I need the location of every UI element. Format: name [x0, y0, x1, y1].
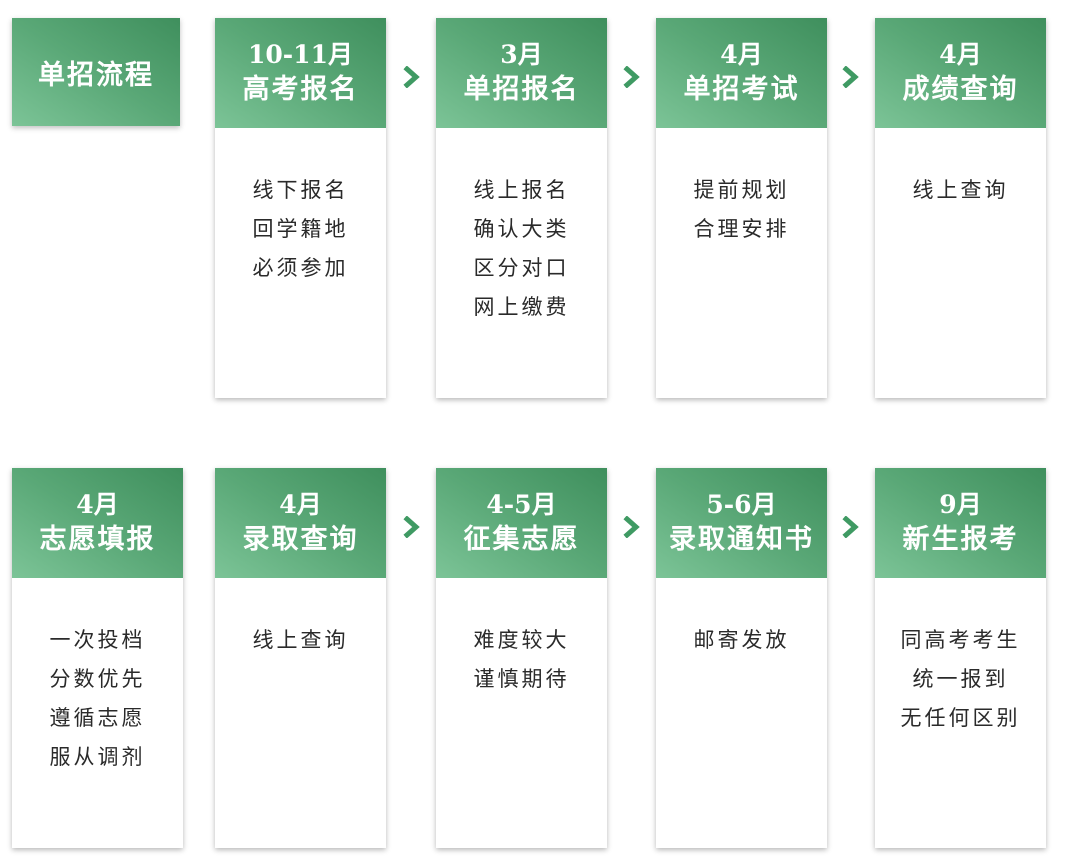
step-detail-item: 线上报名: [473, 178, 570, 202]
step-month: 4月: [279, 490, 322, 519]
step-month: 4月: [76, 490, 119, 519]
step-details: 线下报名 回学籍地 必须参加: [215, 128, 386, 294]
step-card-application: 4月 志愿填报 一次投档 分数优先 遵循志愿 服从调剂: [12, 468, 183, 848]
step-detail-item: 线上查询: [252, 628, 349, 652]
chevron-right-icon: [841, 66, 861, 88]
step-header: 4月 录取查询: [215, 468, 386, 578]
step-stage: 录取查询: [242, 524, 359, 555]
step-detail-item: 邮寄发放: [693, 628, 790, 652]
step-header: 10-11月 高考报名: [215, 18, 386, 128]
step-detail-item: 网上缴费: [473, 295, 570, 319]
flow-title: 单招流程: [12, 18, 180, 126]
step-detail-item: 回学籍地: [252, 217, 349, 241]
chevron-right-icon: [402, 66, 422, 88]
step-card-admission-letter: 5-6月 录取通知书 邮寄发放: [656, 468, 827, 848]
step-detail-item: 提前规划: [693, 178, 790, 202]
step-card-single-registration: 3月 单招报名 线上报名 确认大类 区分对口 网上缴费: [436, 18, 607, 398]
step-detail-item: 必须参加: [252, 256, 349, 280]
step-card-score-query: 4月 成绩查询 线上查询: [875, 18, 1046, 398]
chevron-right-icon: [622, 66, 642, 88]
step-header: 4月 成绩查询: [875, 18, 1046, 128]
step-details: 邮寄发放: [656, 578, 827, 666]
flow-title-text: 单招流程: [38, 59, 154, 91]
step-month: 9月: [939, 490, 982, 519]
step-card-admission-query: 4月 录取查询 线上查询: [215, 468, 386, 848]
step-stage: 征集志愿: [463, 524, 580, 555]
step-details: 线上查询: [215, 578, 386, 666]
step-month: 5-6月: [706, 490, 777, 519]
step-detail-item: 合理安排: [693, 217, 790, 241]
step-header: 3月 单招报名: [436, 18, 607, 128]
step-stage: 成绩查询: [902, 74, 1019, 105]
step-detail-item: 线下报名: [252, 178, 349, 202]
step-month: 4-5月: [486, 490, 557, 519]
step-header: 5-6月 录取通知书: [656, 468, 827, 578]
step-detail-item: 分数优先: [49, 667, 146, 691]
step-stage: 录取通知书: [669, 524, 814, 555]
step-detail-item: 确认大类: [473, 217, 570, 241]
step-stage: 单招考试: [683, 74, 800, 105]
step-detail-item: 难度较大: [473, 628, 570, 652]
step-details: 线上报名 确认大类 区分对口 网上缴费: [436, 128, 607, 333]
step-details: 提前规划 合理安排: [656, 128, 827, 255]
step-details: 难度较大 谨慎期待: [436, 578, 607, 705]
step-stage: 单招报名: [463, 74, 580, 105]
step-header: 9月 新生报考: [875, 468, 1046, 578]
step-header: 4-5月 征集志愿: [436, 468, 607, 578]
step-card-supplementary: 4-5月 征集志愿 难度较大 谨慎期待: [436, 468, 607, 848]
step-detail-item: 一次投档: [49, 628, 146, 652]
step-month: 4月: [939, 40, 982, 69]
step-stage: 新生报考: [902, 524, 1019, 555]
chevron-right-icon: [841, 516, 861, 538]
step-card-gaokao-registration: 10-11月 高考报名 线下报名 回学籍地 必须参加: [215, 18, 386, 398]
step-detail-item: 同高考考生: [900, 628, 1021, 652]
step-detail-item: 区分对口: [473, 256, 570, 280]
step-details: 一次投档 分数优先 遵循志愿 服从调剂: [12, 578, 183, 783]
step-card-freshman-enrollment: 9月 新生报考 同高考考生 统一报到 无任何区别: [875, 468, 1046, 848]
step-details: 同高考考生 统一报到 无任何区别: [875, 578, 1046, 744]
step-detail-item: 线上查询: [912, 178, 1009, 202]
step-header: 4月 志愿填报: [12, 468, 183, 578]
step-stage: 高考报名: [242, 74, 359, 105]
step-detail-item: 统一报到: [912, 667, 1009, 691]
step-month: 4月: [720, 40, 763, 69]
step-stage: 志愿填报: [39, 524, 156, 555]
step-detail-item: 服从调剂: [49, 745, 146, 769]
step-detail-item: 无任何区别: [900, 706, 1021, 730]
step-detail-item: 谨慎期待: [473, 667, 570, 691]
step-month: 10-11月: [248, 40, 353, 69]
step-detail-item: 遵循志愿: [49, 706, 146, 730]
chevron-right-icon: [622, 516, 642, 538]
step-details: 线上查询: [875, 128, 1046, 216]
step-header: 4月 单招考试: [656, 18, 827, 128]
step-card-single-exam: 4月 单招考试 提前规划 合理安排: [656, 18, 827, 398]
step-month: 3月: [500, 40, 543, 69]
chevron-right-icon: [402, 516, 422, 538]
